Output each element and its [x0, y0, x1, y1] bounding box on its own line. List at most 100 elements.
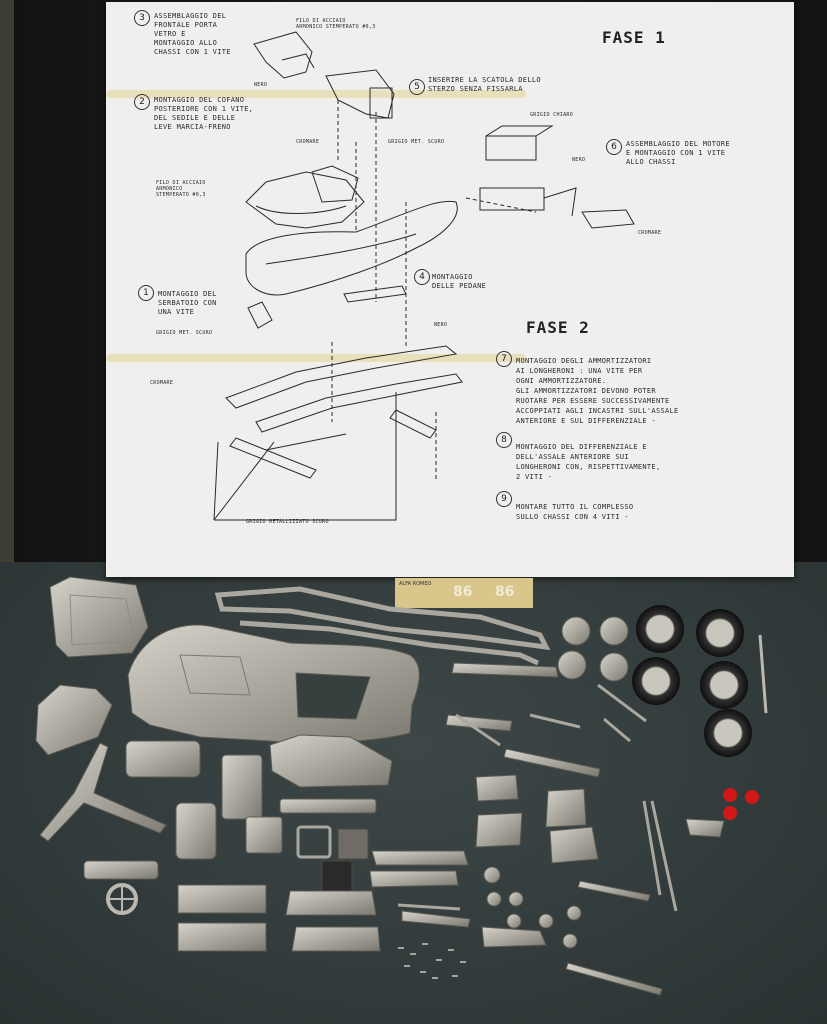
decal-number: 86: [495, 584, 515, 600]
label-grigio-scuro: GRIGIO MET. SCURO: [388, 139, 445, 145]
windshield-frame-part: [296, 825, 332, 859]
chassis-frame-part: [214, 586, 551, 651]
tail-light-lens: [723, 806, 737, 820]
label-grigio-scuro: GRIGIO MET. SCURO: [156, 330, 213, 336]
wheel-part: [636, 605, 684, 653]
step-7-text: MONTAGGIO DEGLI AMMORTIZZATORI AI LONGHE…: [516, 357, 679, 425]
step-number: 2: [134, 94, 150, 110]
tail-light-lens: [745, 790, 759, 804]
dash-part: [245, 816, 283, 854]
running-board-part: [343, 285, 407, 303]
wheel-part: [632, 657, 680, 705]
radiator-part: [35, 684, 113, 756]
step-number: 3: [134, 10, 150, 26]
gearbox-part: [479, 187, 545, 211]
bar-part: [369, 870, 459, 888]
step-number: 5: [409, 79, 425, 95]
brake-drum-part: [561, 616, 591, 646]
body-shell-part: [245, 200, 458, 296]
bar-part: [371, 850, 469, 866]
exhaust-part: [577, 880, 651, 902]
steering-wheel-part: [106, 883, 138, 915]
step-number: 8: [496, 432, 512, 448]
axle-part: [503, 748, 601, 778]
louvered-panel-part: [177, 922, 267, 952]
bracket-part: [481, 926, 547, 948]
step-number: 4: [414, 269, 430, 285]
tank-part: [247, 301, 273, 329]
rear-body-part: [245, 171, 365, 229]
brake-drum-part: [557, 650, 587, 680]
instruction-sheet: FASE 1 FASE 2 3 ASSEMBLAGGIO DEL FRONTAL…: [106, 2, 794, 577]
step-8-text: MONTAGGIO DEL DIFFERENZIALE E DELL'ASSAL…: [516, 443, 661, 481]
wheel-part: [696, 609, 744, 657]
front-axle-part: [39, 742, 167, 842]
fender-part: [475, 812, 523, 848]
rod-part: [455, 683, 647, 747]
exploded-diagram: [213, 31, 635, 521]
step-6-text: ASSEMBLAGGIO DEL MOTORE E MONTAGGIO CON …: [626, 140, 730, 166]
engine-block-part: [269, 734, 393, 788]
spring-part: [642, 800, 678, 912]
decal-sheet: ALFA ROMEO 86 86: [395, 578, 533, 608]
rear-axle-part: [389, 409, 437, 439]
front-axle-part: [229, 437, 317, 479]
body-opening: [295, 672, 371, 720]
fase-2-title: FASE 2: [526, 318, 590, 337]
step-5-text: INSERIRE LA SCATOLA DELLO STERZO SENZA F…: [428, 76, 541, 93]
rod-part: [401, 910, 471, 928]
label-cromare: CROMARE: [296, 139, 320, 145]
step-1-text: MONTAGGIO DEL SERBATOIO CON UNA VITE: [158, 290, 217, 316]
brake-drum-part: [599, 616, 629, 646]
engine-part: [485, 135, 537, 161]
running-board-part: [279, 798, 377, 814]
fase-1-title: FASE 1: [602, 28, 666, 47]
bracket-part: [685, 818, 725, 838]
step-number: 9: [496, 491, 512, 507]
bonnet-part: [49, 576, 149, 658]
label-filo: FILO DI ACCIAIO ARMONICO STEMPERATO #0,3: [296, 18, 376, 30]
chassis-rail: [255, 373, 463, 433]
fender-part: [291, 926, 381, 952]
axle-part: [445, 714, 513, 732]
bracket-part: [475, 774, 519, 802]
tail-light-lens: [723, 788, 737, 802]
label-filo: FILO DI ACCIAIO ARMONICO STEMPERATO #0,3: [156, 180, 206, 198]
screws: [398, 943, 466, 979]
label-cromare: CROMARE: [150, 380, 174, 386]
step-3-text: ASSEMBLAGGIO DEL FRONTALE PORTA VETRO E …: [154, 12, 231, 56]
backdrop-edge: [0, 0, 14, 565]
exhaust-part: [581, 209, 635, 229]
headlamp-part: [508, 891, 524, 907]
seat-part: [311, 165, 359, 203]
axle-part: [451, 662, 559, 678]
wheel-part: [704, 709, 752, 757]
mesh-grille-part: [337, 828, 369, 860]
yellow-highlight: [106, 90, 526, 98]
chassis-rail: [225, 345, 458, 409]
dash-part: [369, 87, 393, 119]
floor-plate-part: [83, 860, 159, 880]
step-number: 1: [138, 285, 154, 301]
cowl-part: [325, 69, 395, 119]
yellow-highlight: [106, 354, 526, 362]
label-nero: NERO: [434, 322, 448, 328]
fuel-tank-part: [175, 802, 217, 860]
step-9-text: MONTARE TUTTO IL COMPLESSO SULLO CHASSI …: [516, 503, 634, 521]
label-grigio-chiaro: GRIGIO CHIARO: [530, 112, 574, 118]
rod-part: [397, 903, 461, 911]
decal-number: 86: [453, 584, 473, 600]
windshield-part: [253, 31, 313, 79]
axle-rod-part: [758, 634, 768, 714]
rod-part: [565, 962, 663, 996]
wheel-part: [700, 661, 748, 709]
brake-drum-part: [599, 652, 629, 682]
fender-part: [285, 890, 377, 916]
step-number: 7: [496, 351, 512, 367]
step-2-text: MONTAGGIO DEL COFANO POSTERIORE CON 1 VI…: [154, 96, 254, 131]
step-number: 6: [606, 139, 622, 155]
label-nero: NERO: [254, 82, 268, 88]
louvered-panel-part: [177, 884, 267, 914]
mesh-grille-part: [321, 860, 353, 892]
seat-part: [125, 740, 201, 778]
